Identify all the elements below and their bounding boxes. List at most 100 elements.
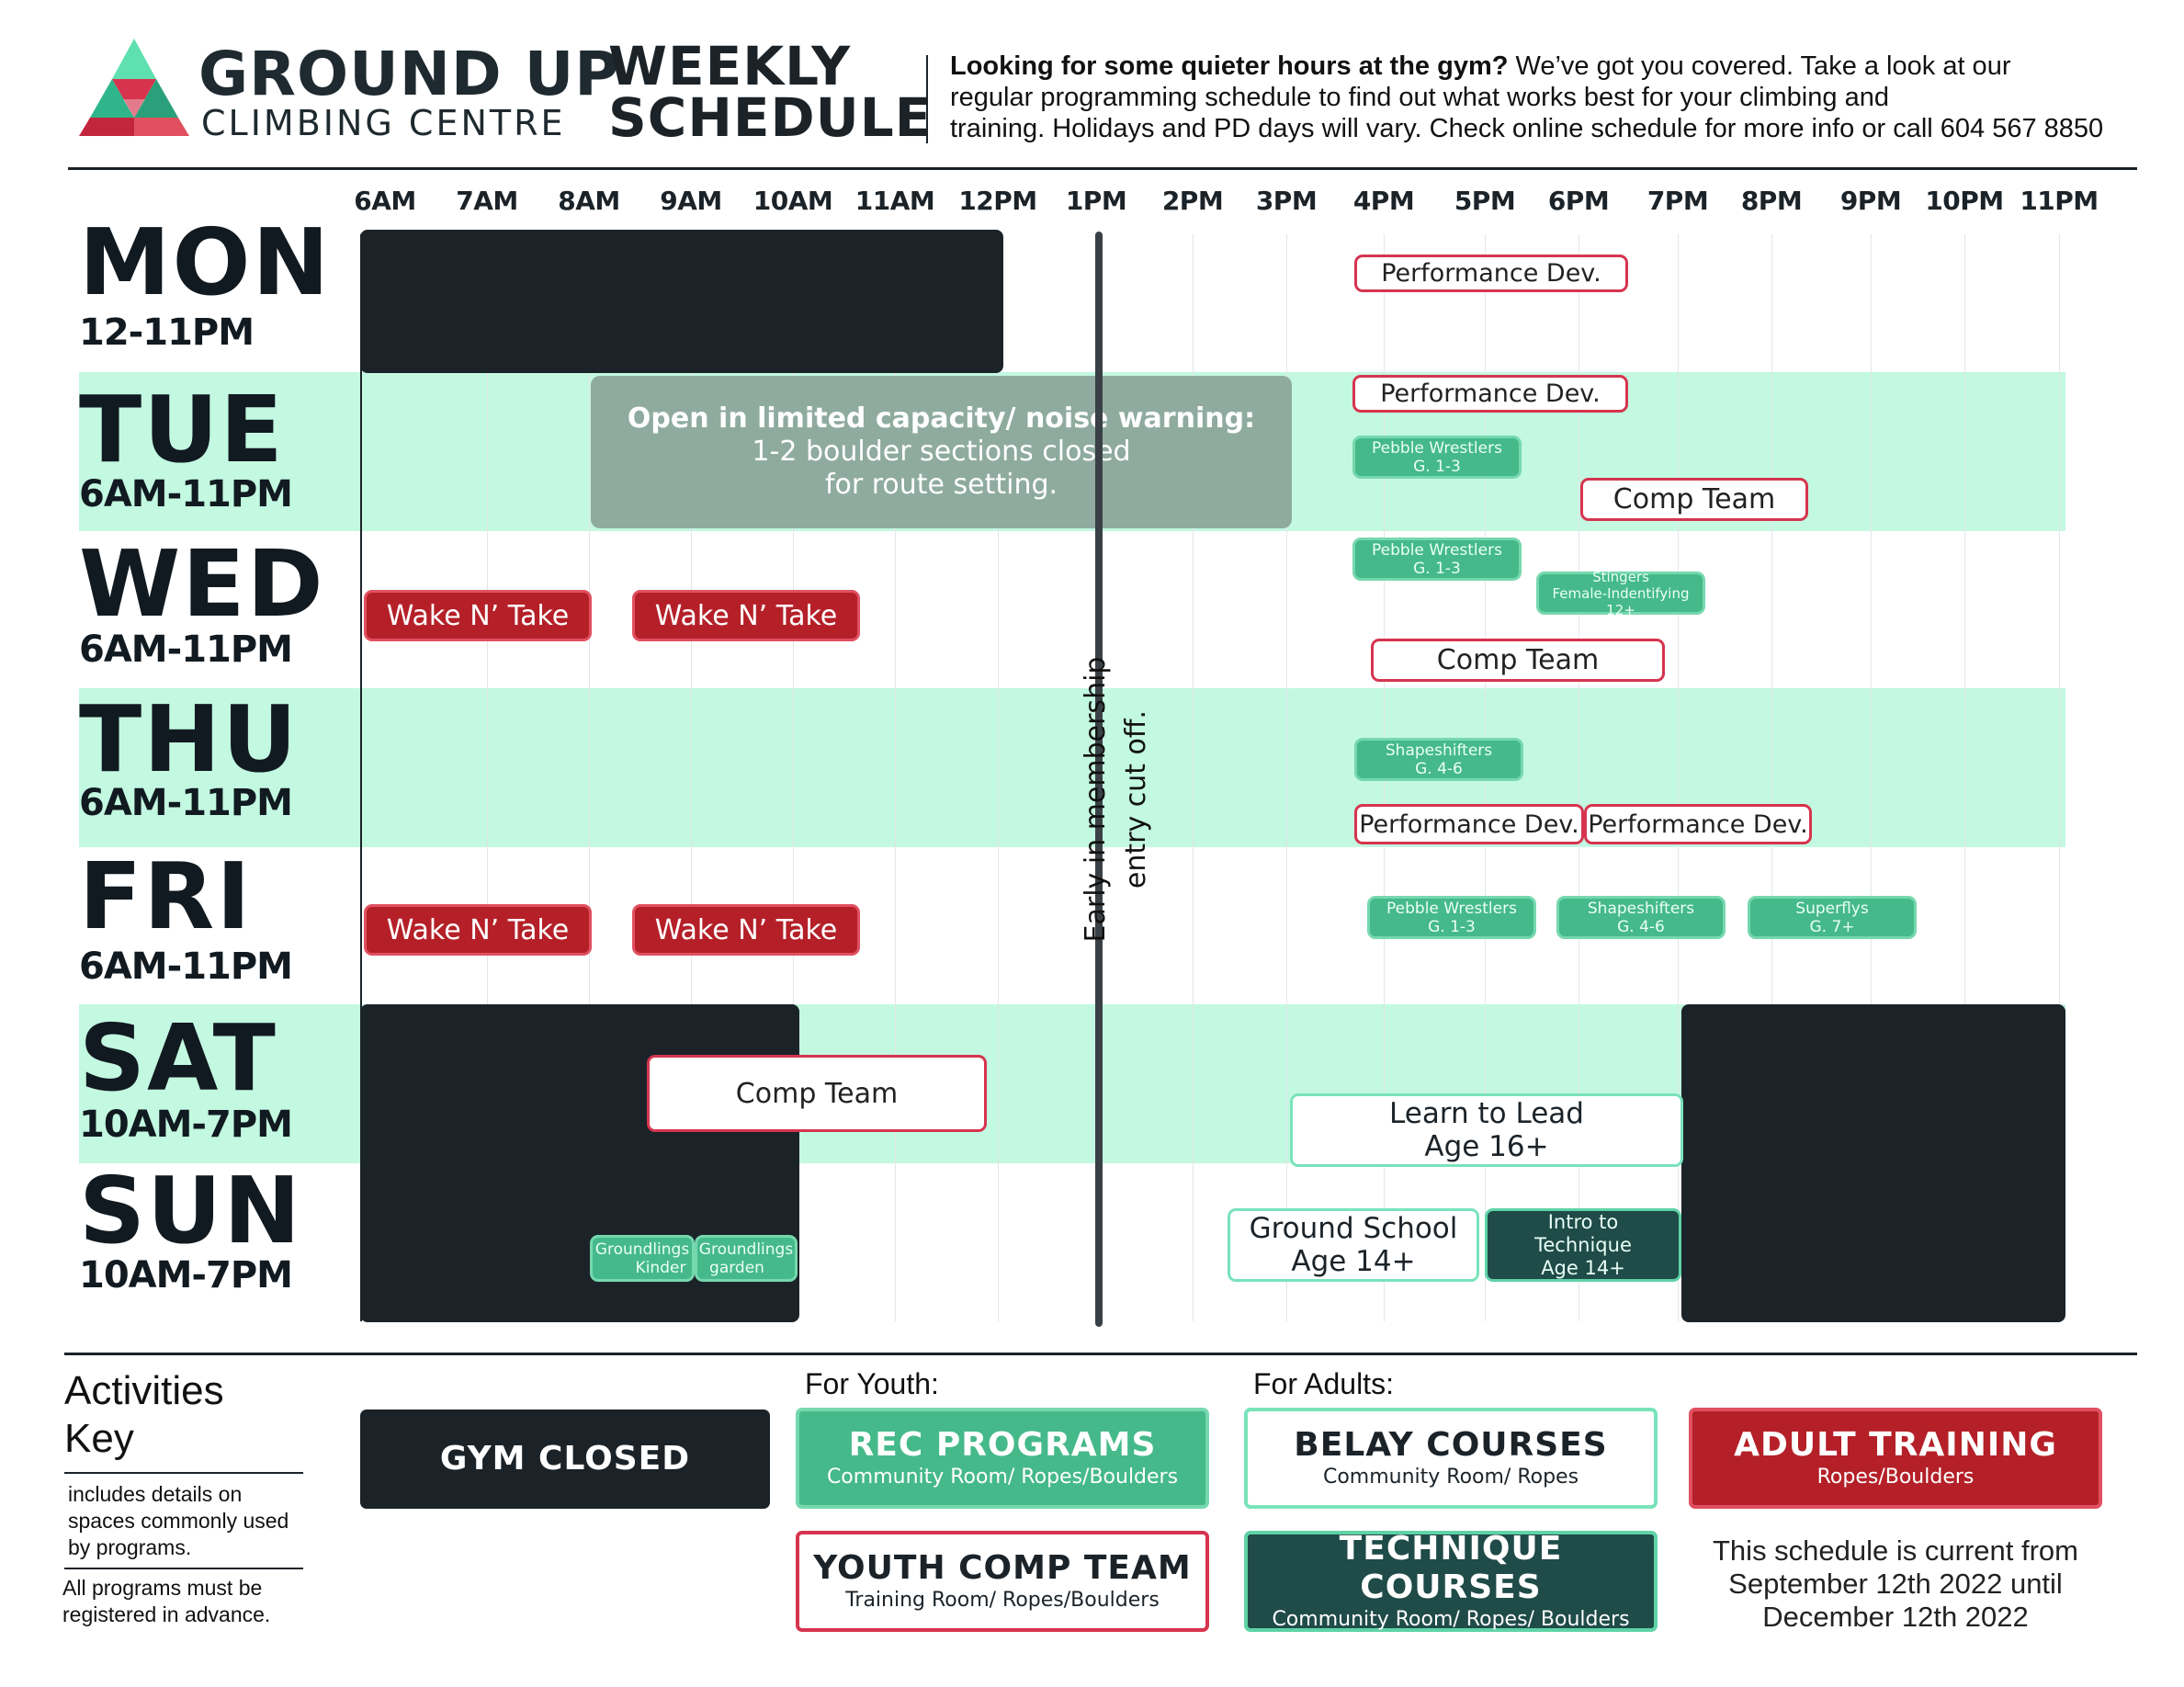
event-sun-groundlings-2[interactable]: Groundlings garden: [695, 1235, 798, 1282]
event-label: Shapeshifters: [1587, 899, 1695, 918]
event-thu-performance-dev-1[interactable]: Performance Dev.: [1354, 804, 1584, 844]
event-tue-performance-dev[interactable]: Performance Dev.: [1352, 375, 1628, 413]
time-label: 5PM: [1454, 186, 1516, 216]
time-gridline: [793, 234, 794, 1321]
time-gridline: [1678, 234, 1679, 1321]
key-gym-closed: GYM CLOSED: [360, 1410, 770, 1509]
event-sat-comp-team[interactable]: Comp Team: [647, 1055, 987, 1132]
intro-line2: regular programming schedule to find out…: [950, 83, 1889, 112]
time-gridline: [589, 234, 590, 1321]
event-thu-performance-dev-2[interactable]: Performance Dev.: [1584, 804, 1812, 844]
event-sun-ground-school[interactable]: Ground School Age 14+: [1228, 1208, 1479, 1282]
key-note-line: includes details on: [68, 1482, 243, 1506]
event-wed-comp-team[interactable]: Comp Team: [1371, 639, 1665, 682]
day-name-wed: WED: [79, 530, 325, 638]
time-gridline: [691, 234, 692, 1321]
event-label: Groundlings: [698, 1240, 794, 1259]
time-gridline: [2059, 234, 2060, 1321]
validity-line2: September 12th 2022 until: [1728, 1568, 2063, 1600]
event-fri-superflys[interactable]: Superflys G. 7+: [1748, 896, 1917, 939]
event-tue-comp-team[interactable]: Comp Team: [1580, 478, 1808, 521]
day-hours-mon: 12-11PM: [79, 311, 255, 354]
key-note-register: All programs must be registered in advan…: [62, 1575, 338, 1628]
event-grade: G. 7+: [1809, 917, 1855, 936]
event-fri-shapeshifters[interactable]: Shapeshifters G. 4-6: [1556, 896, 1726, 939]
key-note-spaces: includes details on spaces commonly used…: [68, 1481, 344, 1561]
time-label: 10PM: [1925, 186, 2004, 216]
time-gridline: [1964, 234, 1965, 1321]
gym-closed-weekend-evening: [1681, 1004, 2065, 1322]
event-wed-wake-n-take-6am[interactable]: Wake N’ Take: [364, 590, 592, 641]
notice-line2: 1-2 boulder sections closed: [752, 436, 1131, 468]
key-rec-sub: Community Room/ Ropes/Boulders: [826, 1466, 1179, 1489]
event-age: Age 14+: [1541, 1256, 1625, 1279]
key-belay-sub: Community Room/ Ropes: [1322, 1466, 1579, 1489]
brand-subname: CLIMBING CENTRE: [201, 103, 566, 143]
key-note-line: registered in advance.: [62, 1602, 271, 1626]
time-label: 8AM: [558, 186, 620, 216]
key-rec-programs: REC PROGRAMS Community Room/ Ropes/Bould…: [796, 1408, 1209, 1509]
time-label: 6AM: [354, 186, 416, 216]
logo-mountain-icon: [79, 39, 189, 136]
time-label: 11PM: [2020, 186, 2099, 216]
key-adult-sub: Ropes/Boulders: [1816, 1466, 1975, 1489]
key-title-underline: [64, 1472, 303, 1474]
event-fri-wake-n-take-6am[interactable]: Wake N’ Take: [364, 904, 592, 956]
gym-closed-mon-morning: [360, 230, 1003, 373]
event-line2: Technique: [1534, 1233, 1632, 1256]
time-label: 8PM: [1740, 186, 1803, 216]
day-hours-sun: 10AM-7PM: [79, 1254, 293, 1296]
event-sun-groundlings-1[interactable]: Groundlings Kinder: [590, 1235, 695, 1282]
time-gridline: [998, 234, 999, 1321]
time-label: 9AM: [660, 186, 722, 216]
event-fri-wake-n-take-9am[interactable]: Wake N’ Take: [632, 904, 860, 956]
event-sat-learn-to-lead[interactable]: Learn to Lead Age 16+: [1290, 1093, 1683, 1167]
event-thu-shapeshifters[interactable]: Shapeshifters G. 4-6: [1354, 738, 1523, 781]
time-gridline: [1771, 234, 1772, 1321]
event-sub: Kinder: [635, 1258, 686, 1277]
intro-bold: Looking for some quieter hours at the gy…: [950, 51, 1509, 81]
key-gym-closed-label: GYM CLOSED: [439, 1440, 691, 1478]
membership-cutoff-label: Early in membership entry cut off.: [1076, 639, 1157, 960]
event-label: Superflys: [1795, 899, 1869, 918]
event-wed-pebble-wrestlers[interactable]: Pebble Wrestlers G. 1-3: [1352, 538, 1522, 581]
key-for-youth: For Youth:: [805, 1367, 939, 1400]
key-adult-training: ADULT TRAINING Ropes/Boulders: [1689, 1408, 2102, 1509]
event-sub: garden: [709, 1258, 764, 1277]
key-title: Activities Key: [64, 1367, 224, 1463]
event-grade: Female-Indentifying 12+: [1552, 584, 1690, 618]
event-mon-performance-dev[interactable]: Performance Dev.: [1354, 255, 1628, 292]
key-youth-comp-title: YOUTH COMP TEAM: [813, 1549, 1192, 1587]
event-sun-intro-to-technique[interactable]: Intro to Technique Age 14+: [1485, 1208, 1681, 1282]
cutoff-line1: Early in membership: [1080, 656, 1112, 943]
event-label: Pebble Wrestlers: [1372, 438, 1502, 458]
time-gridline: [487, 234, 488, 1321]
notice-line3: for route setting.: [824, 469, 1058, 501]
key-adult-title: ADULT TRAINING: [1734, 1426, 2057, 1464]
time-label: 12PM: [958, 186, 1037, 216]
event-grade: G. 1-3: [1428, 917, 1476, 936]
route-setting-notice: Open in limited capacity/ noise warning:…: [591, 376, 1292, 528]
time-label: 1PM: [1065, 186, 1127, 216]
key-technique-sub: Community Room/ Ropes/ Boulders: [1272, 1608, 1630, 1631]
key-youth-comp-sub: Training Room/ Ropes/Boulders: [845, 1589, 1160, 1612]
key-for-adults: For Adults:: [1253, 1367, 1394, 1400]
event-age: Age 16+: [1424, 1130, 1549, 1163]
event-fri-pebble-wrestlers[interactable]: Pebble Wrestlers G. 1-3: [1367, 896, 1536, 939]
key-title-line1: Activities: [64, 1368, 224, 1413]
header-divider: [926, 55, 928, 143]
event-wed-wake-n-take-9am[interactable]: Wake N’ Take: [632, 590, 860, 641]
key-note-line: All programs must be: [62, 1576, 263, 1600]
time-gridline: [1286, 234, 1287, 1321]
event-label: Groundlings: [594, 1240, 690, 1259]
event-grade: G. 4-6: [1617, 917, 1665, 936]
notice-title: Open in limited capacity/ noise warning:: [627, 402, 1256, 435]
event-tue-pebble-wrestlers[interactable]: Pebble Wrestlers G. 1-3: [1352, 436, 1522, 479]
key-rec-title: REC PROGRAMS: [848, 1426, 1157, 1464]
day-hours-sat: 10AM-7PM: [79, 1104, 293, 1146]
key-belay-title: BELAY COURSES: [1294, 1426, 1608, 1464]
time-label: 9PM: [1839, 186, 1902, 216]
event-wed-stingers[interactable]: Stingers Female-Indentifying 12+: [1536, 569, 1705, 618]
day-hours-tue: 6AM-11PM: [79, 473, 293, 515]
time-gridline: [895, 234, 896, 1321]
